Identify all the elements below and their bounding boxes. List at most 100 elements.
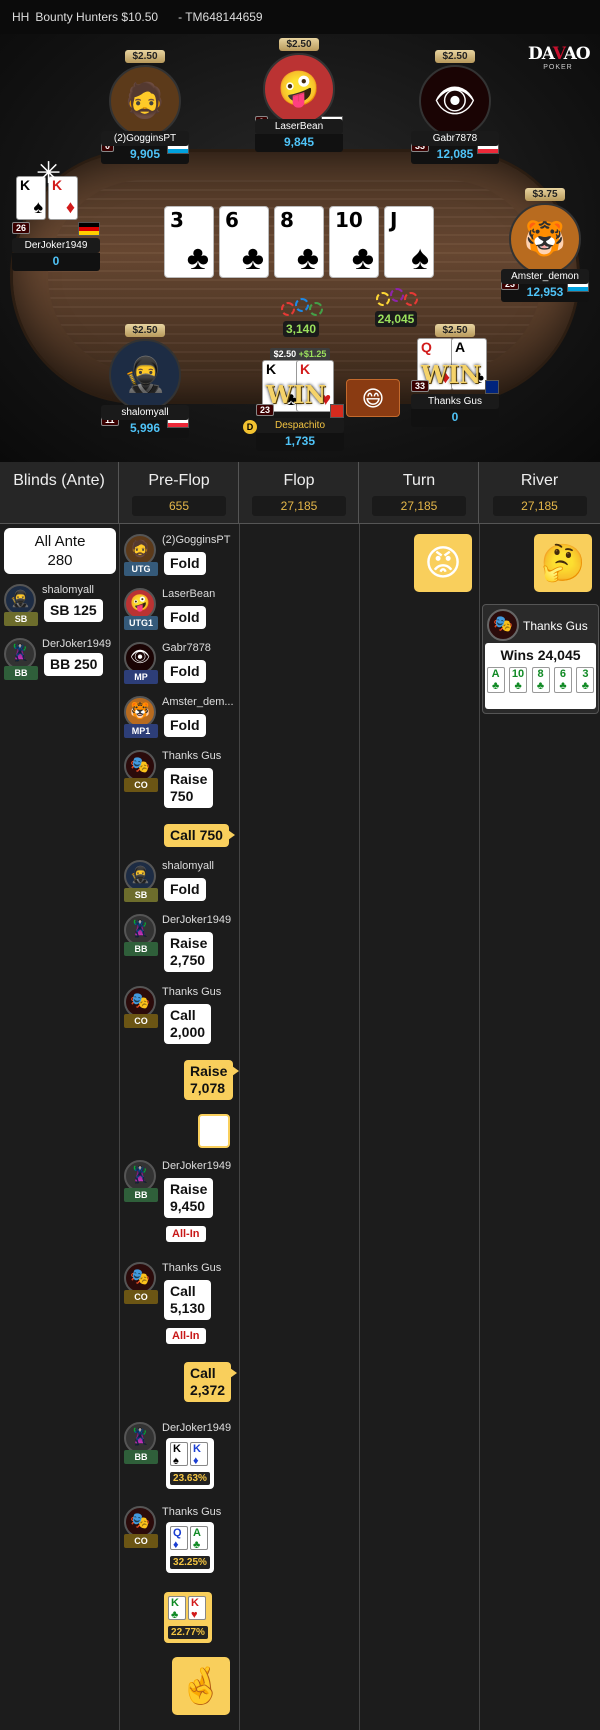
avatar: 👁 — [419, 65, 491, 137]
seat-laserbean[interactable]: $2.50 🤪 0 LaserBean 9,845 — [249, 34, 349, 152]
player-name: Thanks Gus — [162, 750, 222, 762]
board-card-2: 6♣ — [219, 206, 269, 278]
position-badge: MP1 — [124, 724, 158, 738]
hand-history-label: HH — [12, 10, 30, 24]
avatar: 🐯 — [124, 696, 156, 728]
player-name: DerJoker1949 — [162, 1160, 232, 1172]
avatar: 🦹 — [124, 914, 156, 946]
equity-percent: 22.77% — [168, 1626, 208, 1639]
action-bubble: BB 250 — [44, 653, 104, 676]
seat-bet: $2.50 — [279, 38, 319, 51]
all-in-badge: All-In — [166, 1226, 206, 1242]
seat-shalomyall[interactable]: $2.50 🥷 11 shalomyall 5,996 — [95, 320, 195, 438]
mini-card: A♣ — [190, 1526, 208, 1551]
position-badge: MP — [124, 670, 158, 684]
seat-gogginspt[interactable]: $2.50 🧔 0 (2)GogginsPT 9,905 — [95, 46, 195, 164]
emoji-face-icon: 😄 — [361, 386, 385, 411]
position-badge: UTG — [124, 562, 158, 576]
mini-card: K♦ — [190, 1442, 208, 1467]
avatar: 🥷 — [124, 860, 156, 892]
all-in-badge: All-In — [166, 1328, 206, 1344]
seat-despachito-hero[interactable]: $2.50 +$1.25 K♣ K♥ WIN 23 Despachito 1,7… — [250, 344, 350, 451]
position-badge: CO — [124, 1014, 158, 1028]
win-amount: Wins 24,045 — [500, 647, 581, 663]
tournament-id: - TM648144659 — [178, 10, 263, 24]
mini-card: K♥ — [188, 1596, 206, 1621]
action-entry: 🐯 MP1 Amster_dem... Fold — [124, 696, 238, 742]
position-badge: BB — [124, 942, 158, 956]
player-avatar-icon: 🥷 — [123, 356, 167, 394]
flag-icon — [78, 222, 100, 236]
seat-name: Amster_demon — [501, 269, 589, 284]
player-name: shalomyall — [162, 860, 214, 872]
position-badge: BB — [4, 666, 38, 680]
seat-name: shalomyall — [101, 405, 189, 420]
seat-bet: $2.50 — [125, 324, 165, 337]
action-bubble: Fold — [164, 552, 206, 575]
mini-card: 3♣ — [576, 667, 595, 693]
seat-derjoker1949[interactable]: K♠ K♦ ✳ 26 DerJoker1949 0 — [6, 156, 106, 271]
action-bubble: Fold — [164, 878, 206, 901]
mini-card: 8♣ — [531, 667, 550, 693]
showdown-entry: 🦹 BB DerJoker1949 K♠K♦ 23.63% — [124, 1422, 238, 1502]
player-name: Thanks Gus — [162, 986, 222, 998]
emote-button[interactable]: 😄 — [346, 379, 400, 417]
avatar: 🐯 — [509, 203, 581, 275]
mini-card: K♠ — [170, 1442, 188, 1467]
tiger-avatar-icon: 🐯 — [523, 220, 567, 258]
hole-card-king-diamonds: K♦ — [48, 176, 78, 220]
seat-name: Thanks Gus — [411, 394, 499, 409]
ante-box: All Ante 280 — [4, 528, 116, 574]
seat-name: LaserBean — [255, 119, 343, 134]
seat-thanks-gus[interactable]: $2.50 Q♦ A♣ WIN 33 Thanks Gus 0 — [405, 320, 505, 427]
seat-name: Gabr7878 — [411, 131, 499, 146]
thumbs-emoji-icon: 🤞 — [172, 1657, 230, 1715]
player-name: Thanks Gus — [162, 1262, 222, 1274]
showdown-entry: 🎭 CO Thanks Gus Q♦A♣ 32.25% — [124, 1506, 238, 1586]
seat-gabr7878[interactable]: $2.50 👁 33 Gabr7878 12,085 — [405, 46, 505, 164]
avatar: 🎭 — [124, 986, 156, 1018]
avatar: 🥷 — [109, 339, 181, 411]
player-name: LaserBean — [162, 588, 216, 600]
position-badge: CO — [124, 1290, 158, 1304]
mini-card: K♣ — [168, 1596, 186, 1621]
eye-avatar-icon: 👁 — [433, 82, 477, 120]
flag-icon — [485, 380, 499, 394]
action-entry: 👁 MP Gabr7878 Fold — [124, 642, 238, 688]
equity-box: K♠K♦ 23.63% — [166, 1438, 214, 1489]
crack-effect-icon: ✳ — [36, 157, 62, 190]
pot-left: 3,140 — [271, 296, 331, 338]
window-title-bar: HH Bounty Hunters $10.50 - TM648144659 — [0, 0, 600, 34]
win-label: WIN — [266, 380, 327, 409]
mini-card: 10♣ — [509, 667, 528, 693]
avatar: 🥷 — [4, 584, 36, 616]
chip-stack-icon — [366, 286, 426, 310]
bounty-level: 26 — [12, 222, 31, 234]
hero-action-bubble: Call 750 — [164, 824, 235, 847]
seat-amster-demon[interactable]: $3.75 🐯 23 Amster_demon 12,953 — [495, 184, 595, 302]
seat-stack: 1,735 — [256, 433, 344, 451]
poker-table: DAVAO POKER $2.50 🧔 0 (2)GogginsPT 9,905… — [0, 34, 600, 462]
avatar: 👁 — [124, 642, 156, 674]
mini-card: 6♣ — [553, 667, 572, 693]
position-badge: BB — [124, 1450, 158, 1464]
board-card-4: 10♣ — [329, 206, 379, 278]
player-name: Gabr7878 — [162, 642, 211, 654]
action-entry: 🧔 UTG (2)GogginsPT Fold — [124, 534, 238, 580]
player-name: DerJoker1949 — [162, 1422, 232, 1434]
avatar: 🎭 — [124, 1262, 156, 1294]
equity-percent: 32.25% — [170, 1556, 210, 1569]
mini-card: A♣ — [486, 667, 505, 693]
